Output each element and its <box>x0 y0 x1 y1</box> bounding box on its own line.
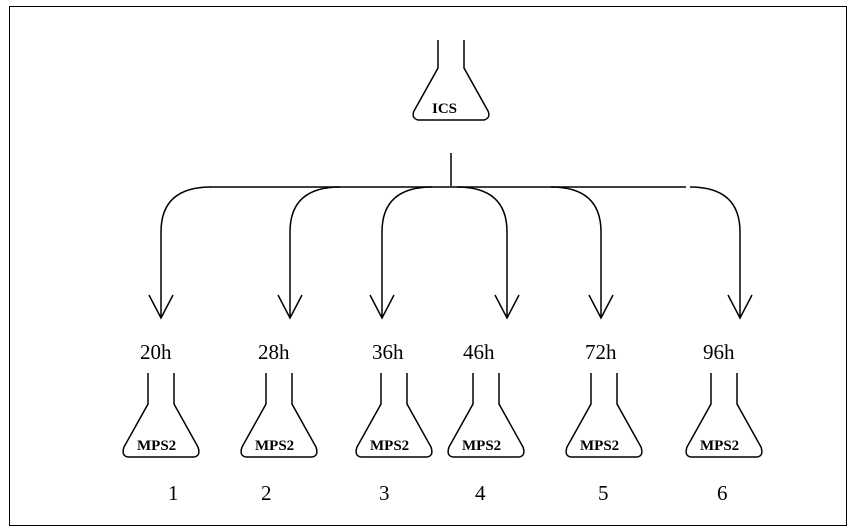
branch-arrow-2 <box>289 186 341 317</box>
ics-label: ICS <box>432 101 458 117</box>
branch-arrow-1 <box>160 186 212 317</box>
flask-number-2: 2 <box>261 481 272 505</box>
mps2-label-2: MPS2 <box>255 438 295 454</box>
arrowhead-1 <box>148 294 174 320</box>
mps2-flask-2 <box>240 373 318 458</box>
ics-flask <box>412 40 490 121</box>
time-label-5: 72h <box>585 340 617 364</box>
arrowhead-2 <box>277 294 303 320</box>
diagram-svg <box>122 40 763 458</box>
time-label-4: 46h <box>463 340 495 364</box>
mps2-flask-6 <box>685 373 763 458</box>
flask-number-1: 1 <box>168 481 179 505</box>
time-label-2: 28h <box>258 340 290 364</box>
mps2-label-6: MPS2 <box>700 438 740 454</box>
arrowhead-3 <box>369 294 395 320</box>
mps2-label-1: MPS2 <box>137 438 177 454</box>
flask-number-5: 5 <box>598 481 609 505</box>
mps2-label-5: MPS2 <box>580 438 620 454</box>
child-flasks <box>122 373 763 458</box>
mps2-label-4: MPS2 <box>462 438 502 454</box>
branch-arrow-5 <box>550 186 602 317</box>
mps2-flask-1 <box>122 373 200 458</box>
mps2-flask-3 <box>355 373 433 458</box>
branch-arrows <box>148 186 753 320</box>
time-label-1: 20h <box>140 340 172 364</box>
arrowhead-6 <box>727 294 753 320</box>
time-label-6: 96h <box>703 340 735 364</box>
branch-arrow-6 <box>689 186 741 317</box>
time-label-3: 36h <box>372 340 404 364</box>
mps2-label-3: MPS2 <box>370 438 410 454</box>
arrowhead-4 <box>494 294 520 320</box>
mps2-flask-5 <box>565 373 643 458</box>
arrowhead-5 <box>588 294 614 320</box>
flask-number-4: 4 <box>475 481 486 505</box>
mps2-flask-4 <box>447 373 525 458</box>
flask-number-3: 3 <box>379 481 390 505</box>
branch-arrow-3 <box>381 186 433 317</box>
flask-number-6: 6 <box>717 481 728 505</box>
branch-arrow-4 <box>456 186 508 317</box>
